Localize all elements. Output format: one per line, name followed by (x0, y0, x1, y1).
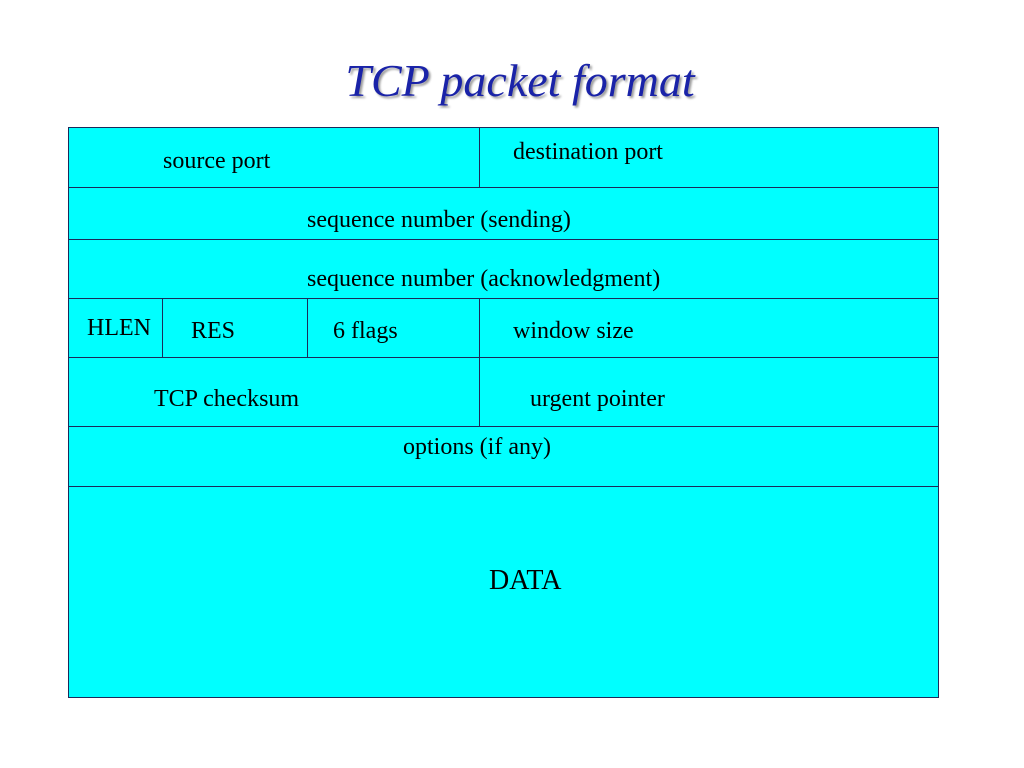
window-size-field: window size (513, 318, 634, 344)
source-port-field: source port (163, 148, 271, 174)
flags-field: 6 flags (333, 318, 398, 344)
row-divider-2 (69, 239, 938, 240)
sequence-number-sending-field: sequence number (sending) (307, 207, 571, 233)
data-field: DATA (489, 565, 562, 596)
tcp-packet-diagram: source port destination port sequence nu… (68, 127, 939, 698)
options-field: options (if any) (403, 434, 551, 460)
destination-port-field: destination port (513, 139, 663, 165)
res-field: RES (191, 318, 236, 344)
row-divider-3 (69, 298, 938, 299)
col-divider-ports (479, 128, 480, 187)
row-divider-1 (69, 187, 938, 188)
col-divider-flags-checksum (479, 298, 480, 426)
urgent-pointer-field: urgent pointer (530, 386, 665, 412)
row-divider-6 (69, 486, 938, 487)
hlen-field: HLEN (87, 315, 151, 341)
sequence-number-ack-field: sequence number (acknowledgment) (307, 266, 661, 292)
row-divider-5 (69, 426, 938, 427)
col-divider-hlen (162, 298, 163, 357)
tcp-checksum-field: TCP checksum (154, 386, 300, 412)
row-divider-4 (69, 357, 938, 358)
col-divider-res (307, 298, 308, 357)
slide-title: TCP packet format (345, 55, 695, 106)
